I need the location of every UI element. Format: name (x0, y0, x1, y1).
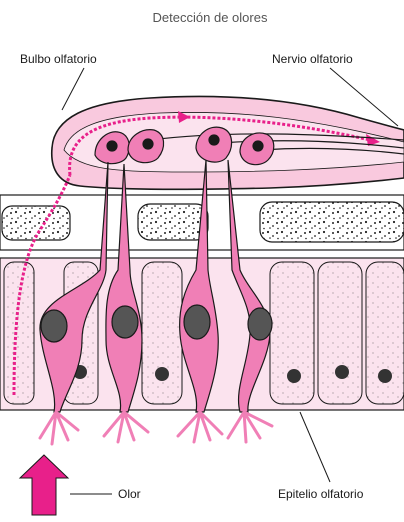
label-epithelium: Epitelio olfatorio (278, 487, 364, 501)
diagram-title: Detección de olores (153, 10, 268, 25)
odor-arrow (20, 455, 68, 515)
bone-block (260, 202, 404, 242)
label-bulb: Bulbo olfatorio (20, 52, 97, 66)
label-nerve: Nervio olfatorio (272, 52, 353, 66)
bone-block (138, 204, 208, 240)
label-odor: Olor (118, 487, 141, 501)
cilia (40, 412, 272, 444)
